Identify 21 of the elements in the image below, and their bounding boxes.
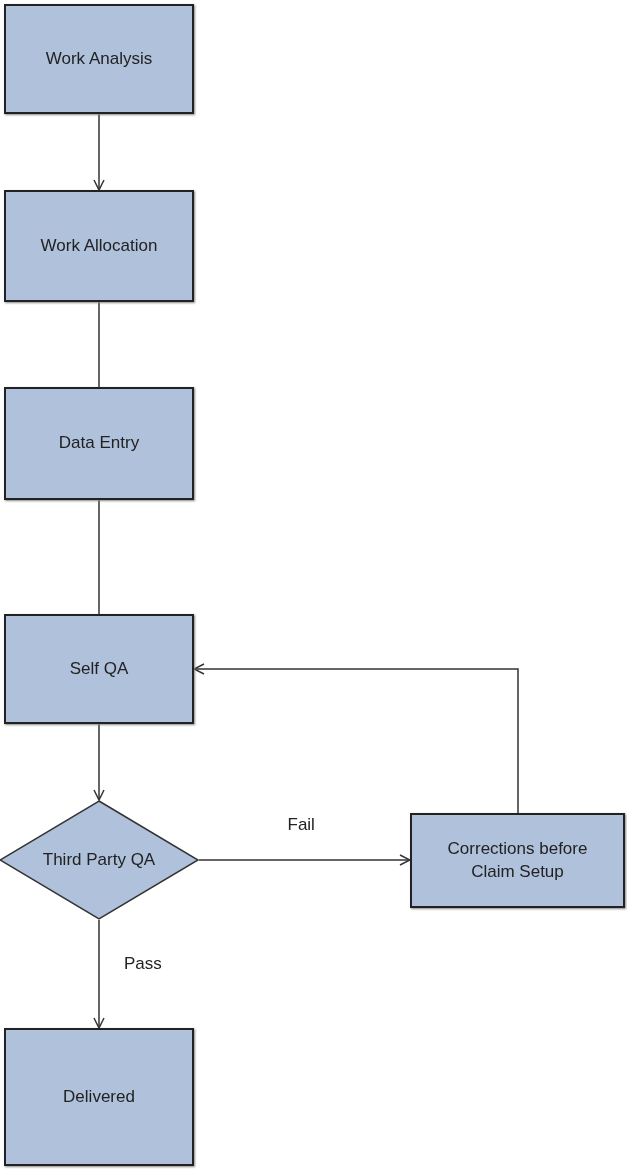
process-box — [4, 4, 194, 114]
node-label: Work Allocation — [39, 234, 159, 257]
arrow — [93, 113, 105, 191]
process-box — [4, 614, 194, 724]
connector-line — [98, 301, 100, 388]
decision-diamond — [0, 800, 199, 920]
arrow — [193, 663, 519, 814]
arrow — [198, 854, 411, 866]
node-label: Delivered — [62, 1085, 136, 1108]
node-label: Corrections before Claim Setup — [446, 838, 589, 883]
node-label: Data Entry — [57, 432, 141, 455]
process-box — [4, 387, 194, 500]
node-label: Third Party QA — [41, 848, 157, 871]
connector-line — [98, 499, 100, 615]
arrow — [93, 723, 105, 801]
arrow — [93, 919, 105, 1029]
process-box — [4, 1028, 194, 1166]
node-label: Self QA — [68, 657, 130, 680]
process-box — [410, 813, 625, 908]
node-label: Work Analysis — [44, 47, 154, 70]
process-box — [4, 190, 194, 302]
